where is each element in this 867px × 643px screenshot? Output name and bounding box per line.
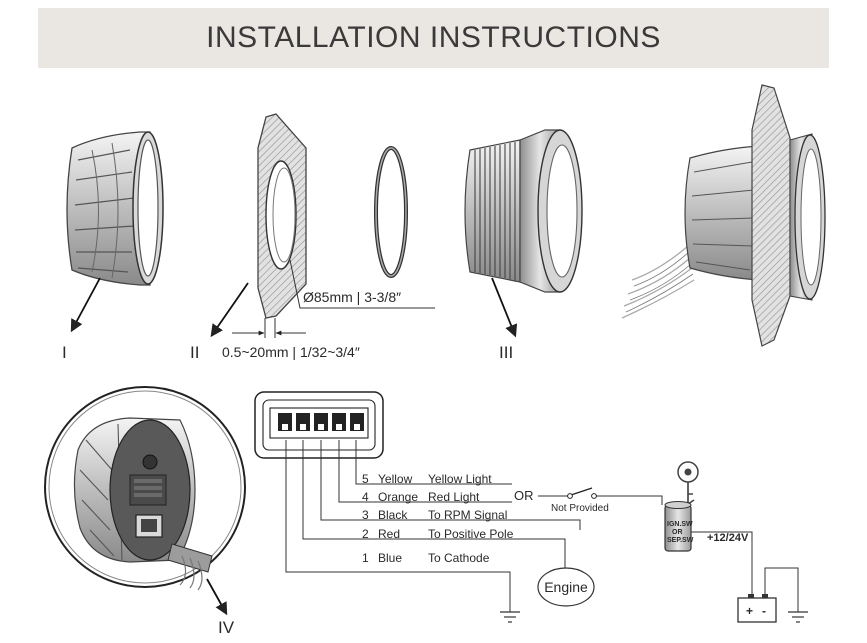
part-label-iv: IV bbox=[218, 618, 235, 637]
wire-5-num: 5 bbox=[362, 472, 369, 486]
ignition-switch: IGN.SW OR SEP.SW bbox=[664, 461, 699, 552]
wire-3-function: To RPM Signal bbox=[428, 508, 507, 522]
part-label-ii: II bbox=[190, 343, 199, 362]
battery-icon bbox=[737, 594, 777, 623]
battery-plus: + bbox=[746, 604, 753, 618]
gasket-ring bbox=[374, 146, 408, 278]
wire-2-function: To Positive Pole bbox=[428, 527, 514, 541]
voltage-label: +12/24V bbox=[707, 532, 749, 544]
wire-3-num: 3 bbox=[362, 508, 369, 522]
battery-minus: - bbox=[762, 604, 766, 618]
wire-table: 5 Yellow Yellow Light 4 Orange Red Light… bbox=[362, 472, 514, 565]
switch-label-3: SEP.SW bbox=[667, 537, 694, 544]
wire-5-function: Yellow Light bbox=[428, 472, 492, 486]
part-iii-arrow bbox=[491, 277, 518, 338]
part-label-i: I bbox=[62, 343, 67, 362]
wire-2-num: 2 bbox=[362, 527, 369, 541]
connector-header bbox=[254, 391, 384, 459]
wire-4-color: Orange bbox=[378, 490, 418, 504]
wire-4-num: 4 bbox=[362, 490, 369, 504]
wire-1-function: To Cathode bbox=[428, 551, 490, 565]
wire-1-num: 1 bbox=[362, 551, 369, 565]
wire-1-color: Blue bbox=[378, 551, 402, 565]
bezel-part-i bbox=[66, 131, 164, 333]
wire-4-function: Red Light bbox=[428, 490, 480, 504]
part-ii-arrow bbox=[210, 282, 249, 338]
diameter-leader bbox=[289, 259, 435, 309]
header-banner: INSTALLATION INSTRUCTIONS bbox=[38, 8, 829, 68]
panel-part-ii bbox=[210, 113, 435, 338]
wire-2-color: Red bbox=[378, 527, 400, 541]
part-label-iii: III bbox=[499, 343, 513, 362]
wire-3-color: Black bbox=[378, 508, 408, 522]
switch-label-1: IGN.SW bbox=[667, 521, 693, 528]
engine-label: Engine bbox=[544, 579, 588, 595]
engine-node bbox=[537, 567, 595, 607]
page-title: INSTALLATION INSTRUCTIONS bbox=[206, 21, 661, 54]
part-iv-arrow bbox=[206, 578, 228, 616]
thickness-label: 0.5~20mm | 1/32~3/4″ bbox=[222, 344, 360, 360]
diameter-label: Ø85mm | 3-3/8″ bbox=[303, 289, 401, 305]
ground-symbol-2 bbox=[788, 611, 808, 623]
rear-view-part-iv bbox=[44, 386, 246, 616]
or-label: OR bbox=[514, 488, 534, 503]
switch-label-2: OR bbox=[672, 529, 683, 536]
part-i-arrow bbox=[70, 277, 101, 333]
wiring-lines bbox=[285, 440, 799, 612]
wire-5-color: Yellow bbox=[378, 472, 413, 486]
assembled-gauge bbox=[621, 84, 826, 347]
not-provided-label: Not Provided bbox=[551, 503, 609, 514]
threaded-nut-part-iii bbox=[464, 129, 583, 338]
ground-symbol-1 bbox=[500, 611, 520, 623]
